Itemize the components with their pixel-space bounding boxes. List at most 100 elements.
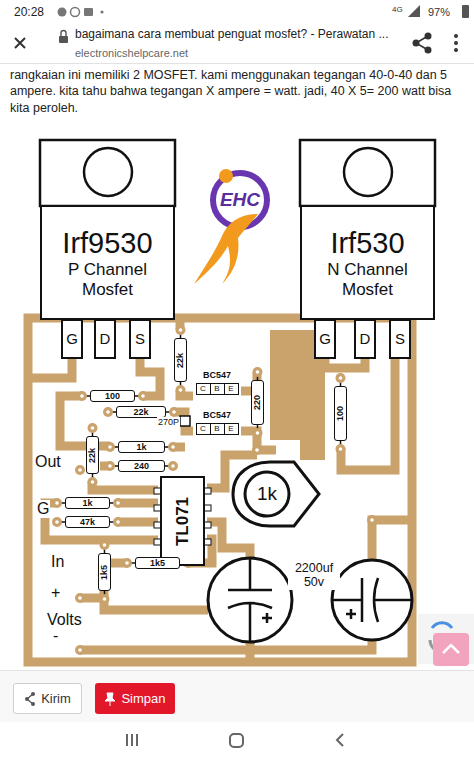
- solder-pad: [179, 328, 183, 332]
- bottom-bar: [127, 734, 137, 746]
- part-name: BC547: [202, 410, 232, 421]
- part-value: 220: [253, 395, 262, 410]
- solder-pad: [370, 518, 374, 522]
- solder-pad: [168, 461, 178, 471]
- resistor-symbol: 1k: [65, 497, 110, 509]
- solder-pad: [113, 517, 123, 527]
- part-value: 1k5: [150, 559, 165, 568]
- mosfet-leg-pad: [130, 320, 150, 358]
- part-value: 240: [134, 462, 149, 471]
- signal-name: +: [50, 584, 61, 602]
- solder-pad: [113, 517, 123, 527]
- solder-pad: [75, 645, 85, 655]
- solder-pad: [367, 515, 377, 525]
- pin-name: B: [210, 384, 224, 394]
- part-type: P Channel Mosfet: [52, 260, 164, 299]
- status-bar: [84, 8, 93, 16]
- solder-pad: [75, 645, 85, 655]
- pin-name: C: [197, 384, 210, 394]
- solder-pad: [78, 468, 82, 472]
- solder-pad: [253, 367, 263, 377]
- button-label: Kirim: [41, 691, 71, 706]
- solder-pad: [91, 480, 95, 484]
- mosfet-leg-pad: [62, 320, 82, 358]
- mosfet-leg-pad: [315, 320, 335, 358]
- solder-pad: [168, 442, 178, 452]
- solder-pad: [176, 325, 186, 335]
- status-bar: [462, 5, 469, 18]
- solder-pad: [105, 442, 115, 452]
- status-bar: [100, 10, 103, 13]
- solder-pad: [255, 448, 259, 452]
- solder-pad: [252, 445, 262, 455]
- pcb-traces: [246, 642, 255, 662]
- mosfet-tab: [84, 148, 132, 196]
- mosfet-leg-pad: [390, 320, 410, 358]
- solder-pad: [108, 445, 112, 449]
- pcb-traces: [118, 499, 158, 508]
- pin-name: S: [135, 330, 145, 347]
- solder-pad: [169, 407, 179, 417]
- solder-pad: [75, 465, 85, 475]
- scroll-up-button: [433, 633, 469, 666]
- browser-bar: [454, 41, 458, 45]
- solder-pad: [336, 444, 346, 454]
- browser-bar: [59, 36, 68, 43]
- mosfet-package: Irf530N Channel Mosfet: [300, 205, 435, 320]
- bottom-bar: [0, 722, 474, 758]
- part-value: 1k5: [100, 564, 109, 579]
- solder-pad: [91, 426, 95, 430]
- solder-pad: [103, 543, 107, 547]
- solder-pad: [100, 540, 110, 550]
- potentiometer-outline: [233, 462, 319, 526]
- solder-pad: [55, 501, 59, 505]
- solder-pad: [113, 498, 123, 508]
- scroll-up-button: [443, 645, 459, 653]
- pin-name: G: [66, 330, 78, 347]
- pcb-traces: [140, 358, 160, 396]
- solder-pad: [168, 442, 178, 452]
- solder-pad: [367, 515, 377, 525]
- page-url: electronicshelpcare.net: [75, 47, 188, 60]
- solder-pad: [138, 391, 148, 401]
- solder-pad: [103, 597, 107, 601]
- capacitor-symbol: [228, 558, 272, 642]
- pcb-traces: [321, 358, 330, 366]
- solder-pad: [252, 445, 262, 455]
- solder-pad: [176, 385, 186, 395]
- pin-name: G: [319, 330, 331, 347]
- solder-pad: [113, 498, 123, 508]
- pcb-traces: [28, 358, 72, 378]
- solder-pad: [78, 648, 82, 652]
- browser-bar: [454, 48, 458, 52]
- mosfet-tab: [300, 140, 435, 206]
- component-lead: [57, 330, 341, 599]
- mosfet-leg-pad: [95, 320, 115, 358]
- resistor-symbol: 22k: [174, 338, 187, 382]
- share-icon: [31, 702, 35, 706]
- status-bar: [0, 0, 474, 26]
- resistor-symbol: 1k5: [135, 557, 180, 569]
- solder-pad: [106, 410, 110, 414]
- solder-pad: [336, 373, 346, 383]
- pcb-traces: [60, 396, 110, 446]
- save-button: Simpan: [95, 683, 175, 714]
- solder-pad: [100, 594, 110, 604]
- solder-pad: [52, 498, 62, 508]
- pcb-traces: [104, 599, 208, 610]
- status-bar: [58, 8, 67, 17]
- article-text: rangkaian ini memiliki 2 MOSFET. kami me…: [10, 67, 465, 116]
- solder-pad: [122, 558, 132, 568]
- solder-pad: [253, 367, 263, 377]
- pin-name: E: [224, 424, 238, 434]
- solder-pad: [171, 464, 175, 468]
- solder-pad: [116, 501, 120, 505]
- part-value: 270P: [157, 417, 180, 427]
- solder-pad: [75, 593, 85, 603]
- capacitor-symbol: [332, 560, 412, 640]
- pcb-traces: [28, 318, 412, 662]
- page-title: bagaimana cara membuat penguat mosfet? -…: [75, 28, 389, 42]
- solder-pad: [55, 520, 59, 524]
- solder-pad: [256, 431, 260, 435]
- solder-pad: [77, 391, 87, 401]
